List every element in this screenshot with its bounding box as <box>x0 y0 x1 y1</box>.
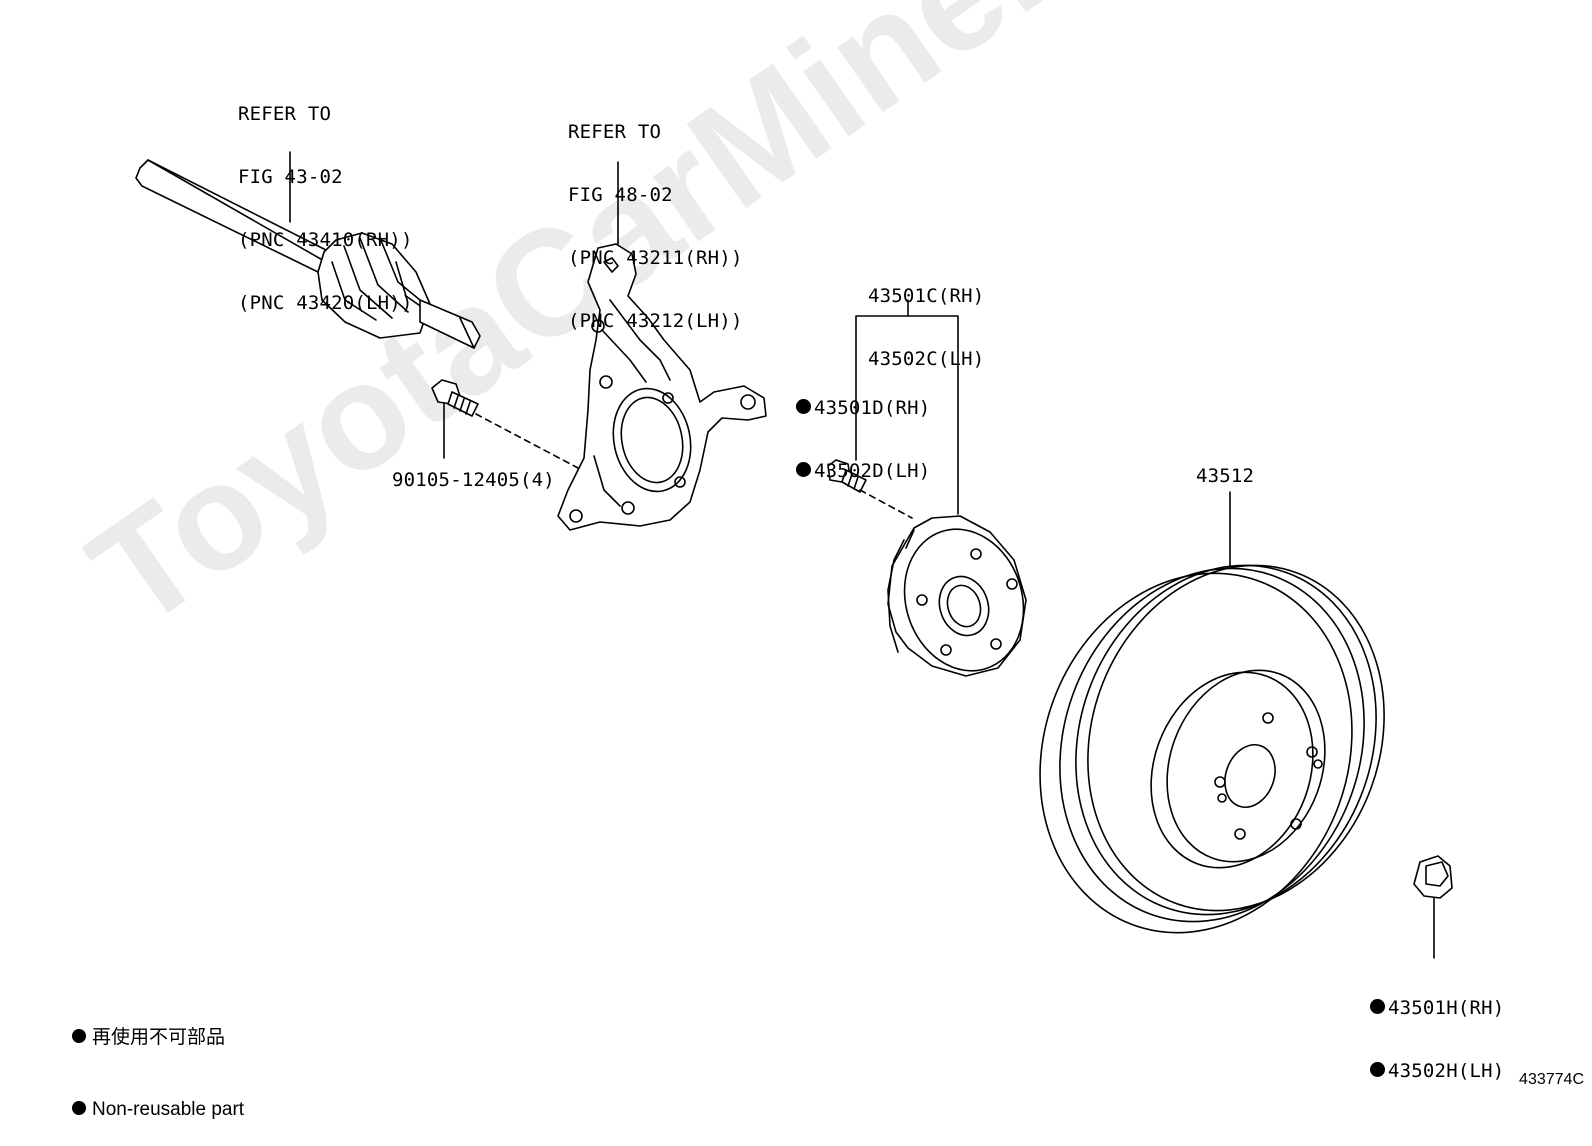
hub-assembly-lh: 43502C(LH) <box>868 348 985 370</box>
hub-bolt-rh: 43501D(RH) <box>814 397 931 419</box>
hub-assembly-rh: 43501C(RH) <box>868 285 985 307</box>
hub-assembly-part-numbers: 43501C(RH) 43502C(LH) <box>868 244 984 391</box>
nut-lh: 43502H(LH) <box>1388 1060 1505 1082</box>
brake-disc-drawing <box>1039 491 1385 934</box>
non-reusable-dot-icon <box>796 462 811 477</box>
knuckle-label-line-2: FIG 48-02 <box>568 184 673 206</box>
lock-nut-drawing <box>1413 855 1453 959</box>
non-reusable-dot-icon <box>1370 999 1385 1014</box>
legend-dot-icon <box>72 1028 86 1043</box>
drive-shaft-label-line-1: REFER TO <box>238 103 332 125</box>
steering-knuckle-drawing <box>557 161 767 531</box>
drive-shaft-label-line-4: (PNC 43420(LH)) <box>238 292 413 314</box>
legend-dot-icon <box>72 1100 86 1115</box>
drive-shaft-label-line-2: FIG 43-02 <box>238 166 343 188</box>
figure-number: 433774C <box>1519 1071 1584 1088</box>
knuckle-label-line-3: (PNC 43211(RH)) <box>568 247 743 269</box>
nut-part-numbers: 43501H(RH) 43502H(LH) <box>1370 956 1504 1103</box>
hub-leader-lines <box>855 299 959 515</box>
bolt-part-number: 90105-12405(4) <box>392 469 555 491</box>
drive-shaft-reference-label: REFER TO FIG 43-02 (PNC 43410(RH)) (PNC … <box>238 62 413 335</box>
parts-diagram <box>135 151 1453 959</box>
non-reusable-dot-icon <box>796 399 811 414</box>
nut-rh: 43501H(RH) <box>1388 997 1505 1019</box>
non-reusable-dot-icon <box>1370 1062 1385 1077</box>
legend-japanese: 再使用不可部品 <box>92 1027 226 1048</box>
hub-bolt-part-numbers: 43501D(RH) 43502D(LH) <box>796 356 930 503</box>
knuckle-reference-label: REFER TO FIG 48-02 (PNC 43211(RH)) (PNC … <box>568 80 743 353</box>
drive-shaft-label-line-3: (PNC 43410(RH)) <box>238 229 413 251</box>
knuckle-label-line-4: (PNC 43212(LH)) <box>568 310 743 332</box>
disc-part-number: 43512 <box>1196 465 1255 487</box>
knuckle-label-line-1: REFER TO <box>568 121 662 143</box>
legend-english: Non-reusable part <box>92 1099 245 1120</box>
legend: 再使用不可部品 Non-reusable part <box>72 978 244 1146</box>
hub-bolt-drawing <box>827 459 913 519</box>
hub-assembly-drawing <box>887 515 1027 677</box>
knuckle-bolt-drawing <box>431 379 579 469</box>
drive-shaft-drawing <box>135 151 481 349</box>
hub-bolt-lh: 43502D(LH) <box>814 460 931 482</box>
